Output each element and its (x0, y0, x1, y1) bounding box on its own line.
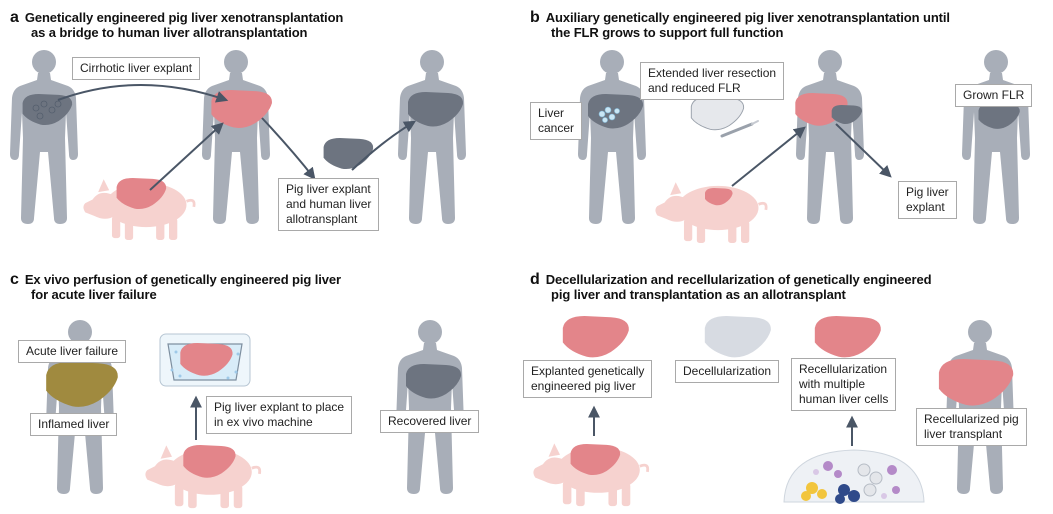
patient-allo-figure (398, 50, 466, 224)
label-explanted-pig-liver: Explanted genetically engineered pig liv… (523, 360, 653, 398)
label-inflamed-liver: Inflamed liver (30, 413, 118, 436)
label-grown-flr: Grown FLR (955, 84, 1033, 107)
recellularized-liver-icon (814, 316, 881, 358)
panel-c-art (46, 320, 464, 510)
panel-a-letter: a (10, 9, 19, 26)
label-decellularization: Decellularization (675, 360, 780, 383)
panel-c-letter: c (10, 271, 19, 288)
panel-b-art (578, 50, 1030, 245)
human-liver-cells-icon (801, 461, 900, 504)
explanted-pig-liver-icon (562, 316, 629, 358)
label-recellularization: Recellularization with multiple human li… (791, 358, 897, 411)
panel-d-art (531, 316, 1014, 508)
label-pig-liver-explant-allotransplant: Pig liver explant and human liver allotr… (278, 178, 380, 231)
label-recovered-liver: Recovered liver (380, 410, 480, 433)
label-acute-liver-failure: Acute liver failure (18, 340, 127, 363)
label-extended-resection: Extended liver resection and reduced FLR (640, 62, 785, 100)
explant-liver-icon (323, 138, 374, 170)
patient-cancer-figure (578, 50, 646, 224)
patient-grown-flr-figure (962, 50, 1030, 224)
panel-b-letter: b (530, 9, 540, 26)
label-ex-vivo-machine: Pig liver explant to place in ex vivo ma… (206, 396, 353, 434)
resected-liver-icon (690, 96, 745, 131)
patient-xeno-figure (202, 50, 270, 224)
patient-recovered-figure (396, 320, 464, 494)
patient-recellularized-figure (946, 320, 1014, 494)
panel-d-letter: d (530, 271, 540, 288)
label-cirrhotic-liver-explant: Cirrhotic liver explant (72, 57, 201, 80)
decellularized-liver-icon (704, 316, 771, 358)
panel-a-art (10, 50, 466, 242)
cell-dish-icon (783, 449, 925, 503)
label-liver-cancer: Liver cancer (530, 102, 583, 140)
patient-auxiliary-figure (796, 50, 864, 224)
patient-cirrhotic-figure (10, 50, 78, 224)
label-pig-liver-explant-b: Pig liver explant (898, 181, 957, 219)
label-recellularized-transplant: Recellularized pig liver transplant (916, 408, 1027, 446)
